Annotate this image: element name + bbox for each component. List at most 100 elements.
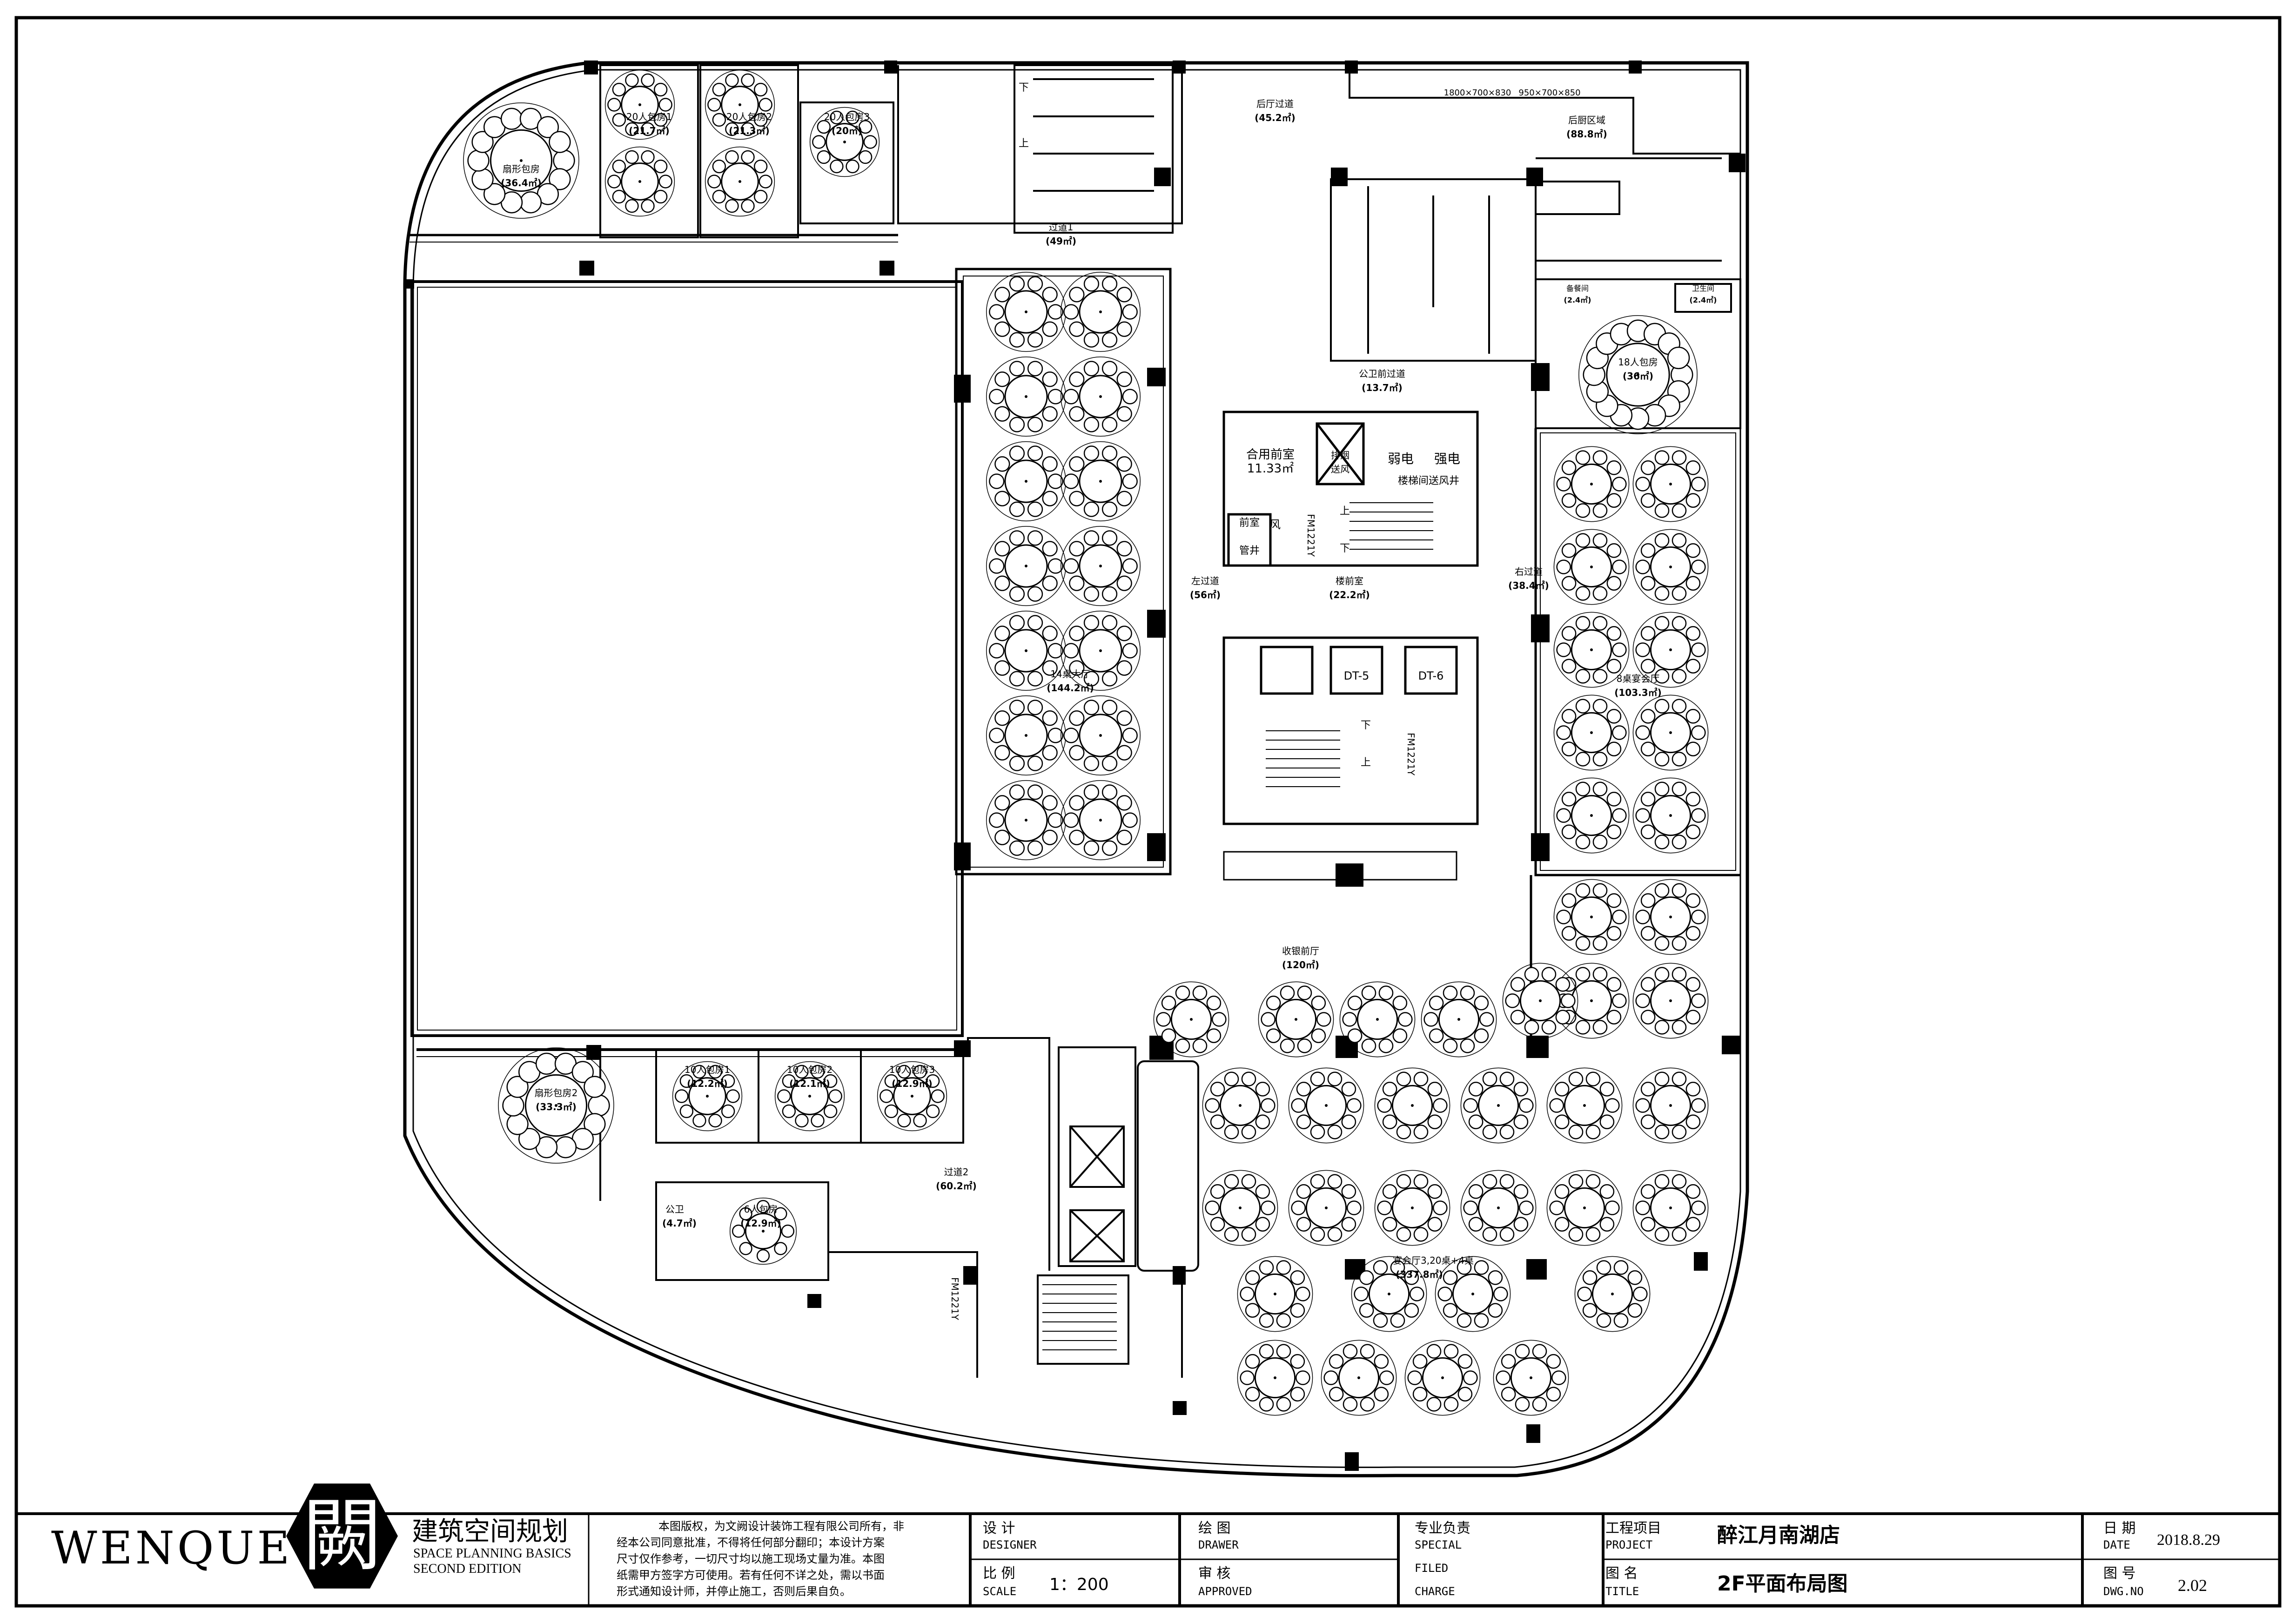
round-table [774,1061,845,1132]
round-table [1553,612,1630,688]
filed-label-en: FILED [1415,1562,1449,1575]
room-area-wc-corridor: (13.7㎡) [1362,382,1403,393]
round-table [1460,1170,1537,1246]
room-label-fan-vip-2: 扇形包房2 [535,1087,578,1098]
core-block [1222,411,1479,881]
round-table [1061,441,1141,521]
round-table [1061,526,1141,606]
round-table [1061,357,1141,437]
stair-up-label-3: 上 [1019,138,1029,149]
stair-treads [1042,502,1433,1350]
room-label-public-wc: 公卫 [665,1204,684,1215]
elevator-dt6-label: DT-6 [1418,669,1444,682]
special-label-cn: 专业负责 [1415,1520,1470,1536]
round-table [986,441,1066,521]
round-table [1578,315,1698,434]
room-label-cashier: 收银前厅 [1282,945,1319,957]
round-table [1553,529,1630,605]
round-table [1435,1256,1511,1332]
outer-wall [403,61,1749,1477]
round-table [1632,529,1709,605]
round-table [1632,1170,1709,1246]
round-table [1553,694,1630,771]
logo-title-cn: 建筑空间规划 [412,1516,568,1547]
room-label-18p: 18人包房 [1618,357,1658,368]
room-area-left-corridor: (56㎡) [1190,589,1221,600]
round-table [809,107,880,177]
room-label-lobby-shared: 合用前室 [1246,448,1295,462]
project-label-en: PROJECT [1605,1538,1653,1551]
round-table [986,780,1066,860]
room-label-left-corridor: 左过道 [1191,575,1219,586]
sheet-border [14,16,2282,1608]
round-table [1237,1340,1313,1416]
elevator-dt5-label: DT-5 [1344,669,1370,682]
room-area-lobby-shared: 11.33㎡ [1247,462,1294,476]
front-room-label: 前室 [1239,517,1260,529]
special-label-en: SPECIAL [1415,1538,1462,1551]
room-label-20p-2: 20人包房2 [726,111,772,122]
room-area-10p-2: (12.1㎡) [789,1078,830,1089]
round-table [1632,879,1709,955]
logo-hexagon [286,1483,398,1589]
copyright-notice: 本图版权，为文阙设计装饰工程有限公司所有，非 经本公司同意批准，不得将任何部分翻… [617,1518,966,1600]
room-label-stair-lobby: 楼前室 [1336,575,1363,586]
room-label-6p: 6人包房 [744,1204,778,1215]
room-label-10p-3: 10人包房3 [889,1064,935,1075]
structural-columns [405,61,1745,1471]
room-label-restroom: 卫生间 [1692,284,1714,293]
stair-up-label-2: 上 [1361,757,1371,768]
dining-tables [463,69,1709,1416]
pipe-shaft-label: 管井 [1239,545,1260,557]
room-area-corridor-1: (49㎡) [1046,236,1076,247]
round-table [1632,446,1709,522]
date-value: 2018.8.29 [2157,1531,2220,1549]
room-area-10p-1: (12.2㎡) [687,1078,728,1089]
round-table [1553,446,1630,522]
round-table [1061,611,1141,691]
copyright-line: 形式通知设计师，并停止施工，否则后果自负。 [617,1585,851,1598]
dwg-no-label-en: DWG.NO [2103,1585,2144,1598]
room-area-pantry: (2.4㎡) [1564,296,1591,304]
door-fm-label-3: FM1221Y [949,1277,960,1321]
round-table [986,695,1066,775]
room-label-banquet-8: 8桌宴会厅 [1617,673,1660,684]
room-label-hall-14: 14桌大厅 [1050,668,1090,680]
room-label-pantry: 备餐间 [1566,284,1589,293]
round-table [1632,963,1709,1039]
round-table [1421,981,1497,1058]
inner-wall [412,69,1741,1468]
room-label-corridor-2: 过道2 [944,1166,969,1178]
scale-label-cn: 比 例 [983,1565,1015,1582]
room-area-stair-lobby: (22.2㎡) [1329,589,1370,600]
room-area-public-wc: (4.7㎡) [662,1218,697,1229]
room-label-fan-vip: 扇形包房 [503,163,540,175]
atrium-void [410,280,964,1037]
room-area-hall-14: (144.2㎡) [1047,682,1094,694]
round-table [498,1047,614,1164]
round-table [705,146,775,217]
drawer-label-en: DRAWER [1198,1538,1239,1551]
core-labels: 弱电 强电 排烟 送风 楼梯间送风井 风 前室 管井 DT-5 DT-6 上 下… [949,82,1581,1321]
room-label-10p-2: 10人包房2 [787,1064,832,1075]
round-table [1632,612,1709,688]
round-table [1546,1067,1623,1144]
round-table [986,611,1066,691]
stair-down-label-2: 下 [1361,720,1371,731]
scale-value: 1：200 [1049,1575,1109,1594]
room-label-banquet-main: 宴会厅3,20桌+4桌 [1393,1255,1474,1266]
room-area-20p-1: (21.7㎡) [629,125,670,136]
round-table [1153,981,1229,1058]
project-label-cn: 工程项目 [1605,1520,1661,1536]
drawing-title-label-cn: 图 名 [1605,1565,1638,1582]
room-area-rear-corridor: (45.2㎡) [1255,112,1296,123]
round-table [986,357,1066,437]
room-area-fan-vip: (36.4㎡) [501,177,542,189]
round-table [1061,780,1141,860]
approved-label-cn: 审 核 [1198,1565,1231,1582]
room-area-6p: (12.9㎡) [740,1218,781,1229]
air-shaft-label: 送风 [1331,464,1349,475]
round-table [1202,1067,1278,1144]
room-label-wc-corridor: 公卫前过道 [1359,368,1405,379]
smoke-shaft-label: 排烟 [1331,450,1349,461]
